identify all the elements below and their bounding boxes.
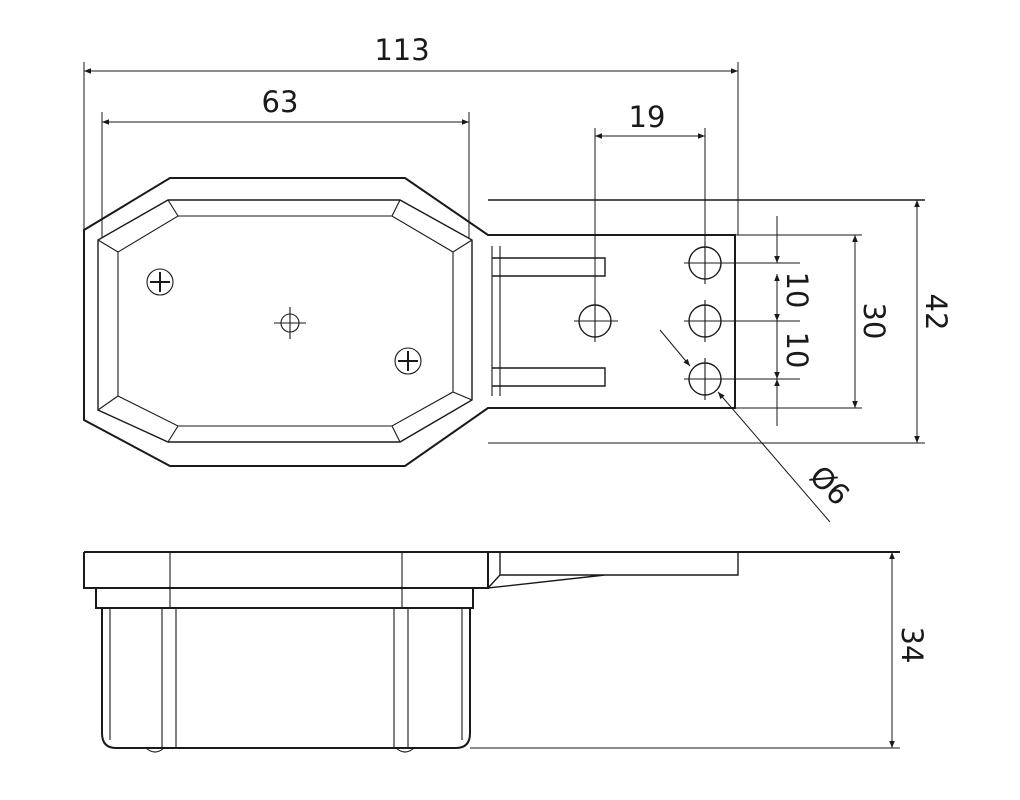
hole-bottom	[684, 358, 800, 400]
bracket-slot-top	[492, 257, 606, 277]
screw-left	[146, 268, 174, 296]
hole-top	[684, 242, 800, 284]
dim-label-63: 63	[262, 85, 299, 119]
dim-label-19: 19	[629, 100, 666, 134]
dim-hole-diameter: Ø6	[659, 329, 856, 523]
housing-outline	[83, 177, 736, 467]
dim-hole-pitch: 10 10	[774, 216, 814, 426]
dim-overall-width: 42	[488, 200, 953, 444]
dim-hole-span: 30	[735, 234, 891, 409]
dim-label-30: 30	[857, 303, 891, 340]
side-bracket	[486, 552, 739, 589]
side-lens	[101, 608, 471, 749]
dim-height: 34	[470, 552, 929, 749]
hole-left	[574, 300, 618, 342]
dim-label-113: 113	[374, 33, 429, 67]
dim-label-10-upper: 10	[780, 272, 814, 309]
dim-label-d6: Ø6	[803, 459, 856, 512]
screw-right	[394, 347, 422, 375]
lens-inner	[117, 215, 454, 427]
center-mark	[274, 307, 306, 339]
top-view	[83, 177, 925, 467]
side-body	[95, 588, 474, 609]
lens-outer	[97, 199, 473, 443]
dim-label-34: 34	[895, 627, 929, 664]
side-top-plate	[83, 551, 900, 589]
side-view	[83, 551, 900, 753]
bracket-slot-bottom	[492, 367, 606, 387]
lens-facets	[97, 199, 473, 443]
dim-label-42: 42	[919, 294, 953, 331]
dim-lamp-length: 63	[101, 85, 470, 238]
dim-hole-spacing: 19	[594, 100, 706, 300]
dim-overall-length: 113	[83, 33, 739, 235]
dim-label-10-lower: 10	[780, 332, 814, 369]
hole-middle	[684, 300, 800, 342]
